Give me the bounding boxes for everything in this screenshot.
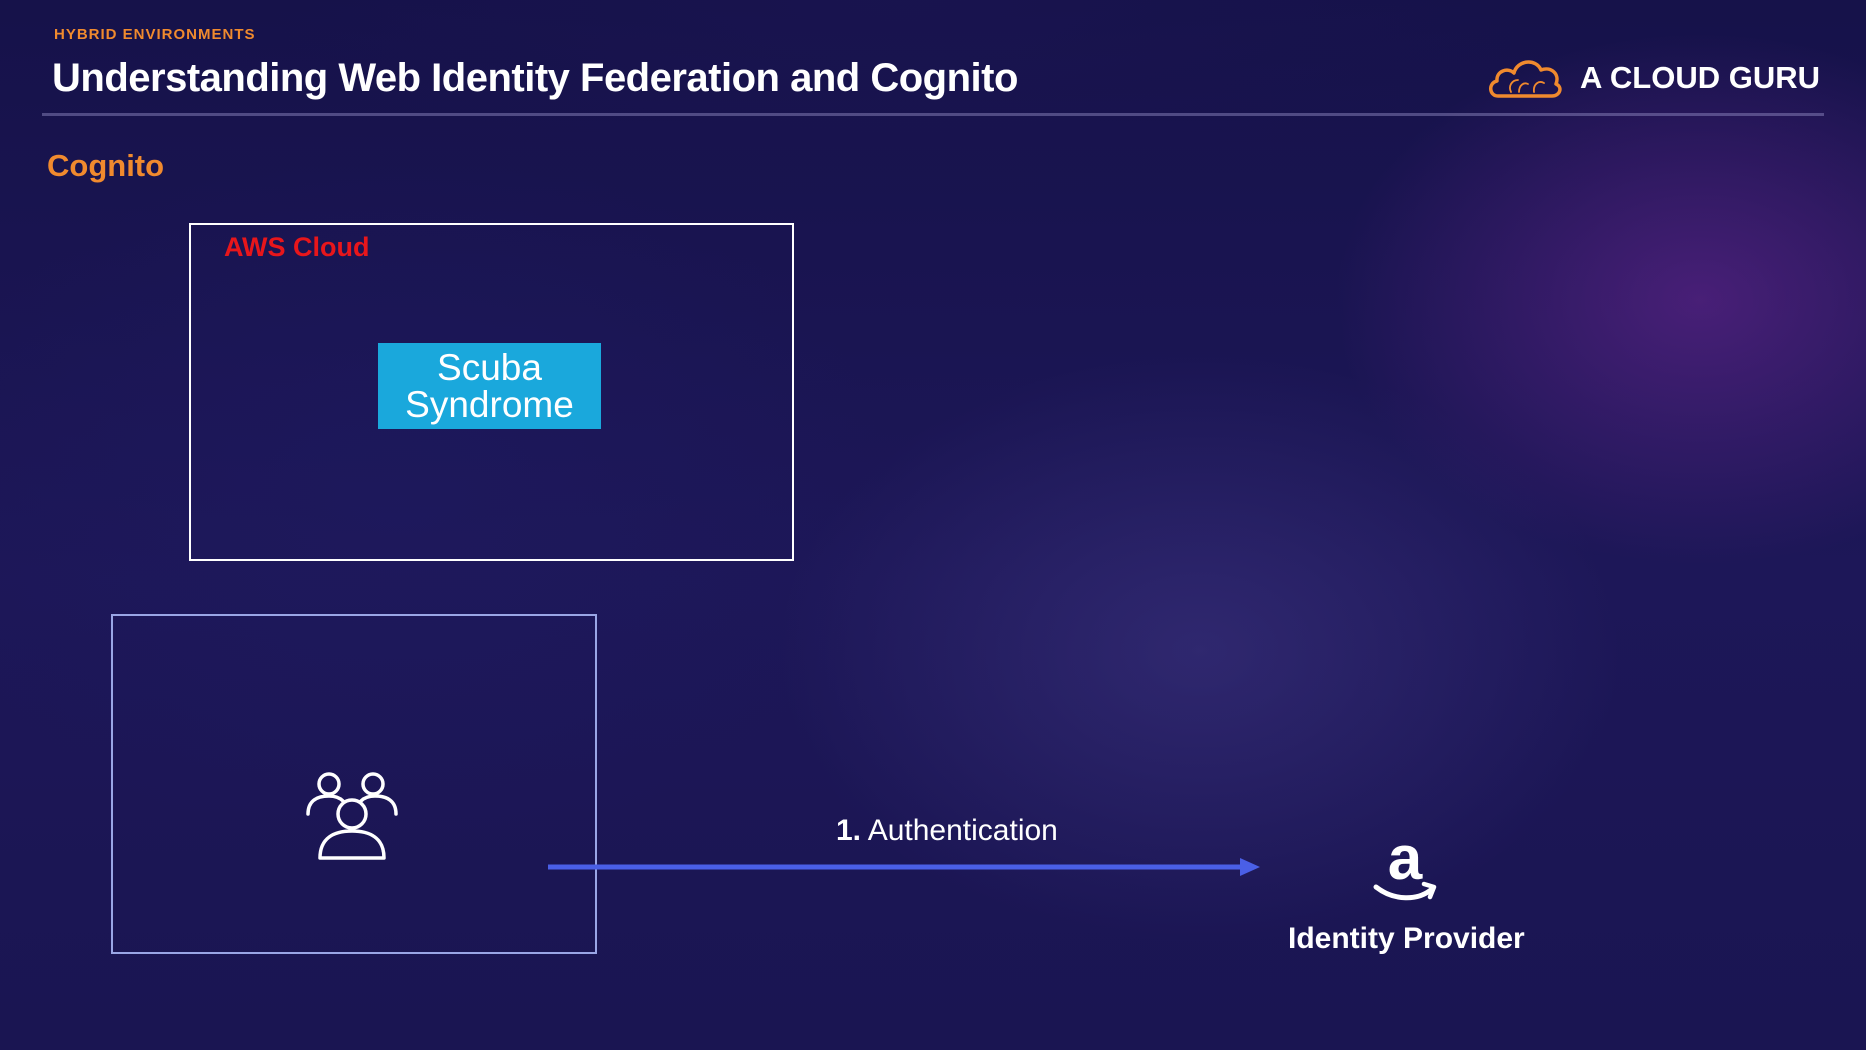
cloud-logo-icon [1489, 60, 1562, 98]
section-kicker: HYBRID ENVIRONMENTS [54, 26, 256, 43]
amazon-icon: a [1373, 835, 1437, 901]
step-number: 1. [836, 814, 862, 847]
users-boundary [111, 614, 597, 954]
svg-text:a: a [1388, 835, 1423, 893]
step-label: Authentication [867, 814, 1058, 847]
users-group-icon [306, 772, 398, 860]
aws-cloud-boundary [189, 223, 794, 561]
section-subtitle: Cognito [47, 148, 165, 183]
aws-cloud-label: AWS Cloud [224, 232, 370, 262]
brand-name: A CLOUD GURU [1580, 60, 1820, 95]
header-divider [42, 113, 1824, 116]
authentication-step-label: 1. Authentication [836, 814, 1058, 848]
slide-title: Understanding Web Identity Federation an… [52, 56, 1018, 100]
brand-logo: A CLOUD GURU [1486, 52, 1820, 104]
identity-provider-label: Identity Provider [1288, 922, 1525, 955]
app-label: Scuba Syndrome [405, 347, 574, 425]
authentication-arrow [548, 858, 1260, 876]
app-node: Scuba Syndrome [378, 343, 601, 429]
